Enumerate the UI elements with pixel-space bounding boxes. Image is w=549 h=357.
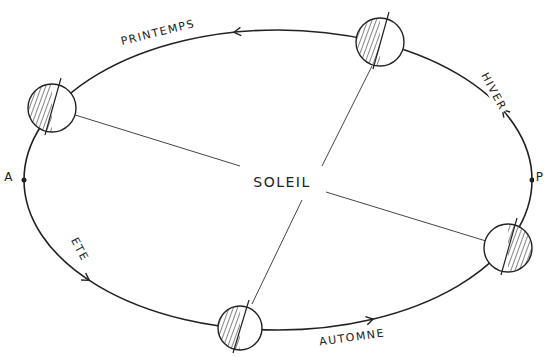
season-label: PRINTEMPS — [118, 17, 199, 49]
orbit-arrow — [234, 27, 241, 35]
orbit-ellipse — [24, 30, 532, 330]
sun-line — [326, 192, 486, 241]
point-label: P — [534, 170, 547, 184]
earth-axis — [501, 218, 517, 275]
orbit-arrow — [81, 273, 89, 280]
night-side — [218, 306, 240, 350]
earth-axis — [45, 78, 61, 135]
earth-axis — [233, 300, 249, 353]
point-label: A — [2, 170, 16, 184]
night-side — [508, 224, 532, 272]
season-label: AUTOMNE — [316, 327, 387, 350]
sun-line — [322, 66, 372, 166]
earth-axis — [373, 12, 389, 69]
sun-line — [72, 114, 240, 166]
season-label: ETE — [67, 234, 92, 266]
sun-label: SOLEIL — [251, 174, 312, 191]
aphelion-dot — [22, 178, 27, 183]
sun-line — [252, 200, 302, 304]
orbit-arrow — [365, 317, 373, 325]
